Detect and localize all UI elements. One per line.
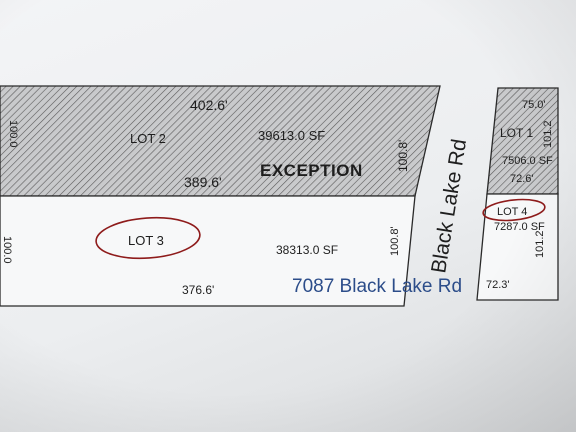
lot3-area: 38313.0 SF [276, 243, 338, 257]
lot3-name: LOT 3 [128, 233, 164, 248]
road-name-label: Black Lake Rd [427, 137, 471, 274]
lot3-left-dimension: 100.0 [1, 236, 13, 264]
lot2-name: LOT 2 [130, 131, 166, 146]
lot3-circle-annotation [95, 216, 201, 260]
lot4-right-dimension: 101.2 [534, 230, 546, 258]
lot3-parcel[interactable] [0, 195, 416, 307]
lot2-top-dimension: 402.6' [190, 97, 228, 113]
address-label: 7087 Black Lake Rd [292, 276, 462, 297]
lot1-top-dimension: 75.0' [522, 99, 546, 111]
lot3-right-dimension: 100.8' [389, 226, 401, 256]
lot1-right-dimension: 101.2 [542, 120, 554, 148]
lot2-area: 39613.0 SF [258, 128, 325, 143]
lot2-left-dimension: 100.0 [7, 120, 19, 148]
lot3-bottom-dimension: 376.6' [182, 283, 214, 297]
lot2-right-dimension: 100.8' [396, 140, 410, 172]
lot1-bottom-dimension: 72.6' [510, 173, 534, 185]
lot4-name: LOT 4 [497, 206, 527, 218]
lot1-name: LOT 1 [500, 126, 533, 140]
lot2-bottom-dimension: 389.6' [184, 174, 222, 190]
lot4-bottom-dimension: 72.3' [486, 279, 510, 291]
exception-label: EXCEPTION [260, 161, 363, 180]
lot1-area: 7506.0 SF [502, 155, 553, 167]
lot4-circle-annotation [482, 198, 546, 222]
lot4-area: 7287.0 SF [494, 221, 545, 233]
